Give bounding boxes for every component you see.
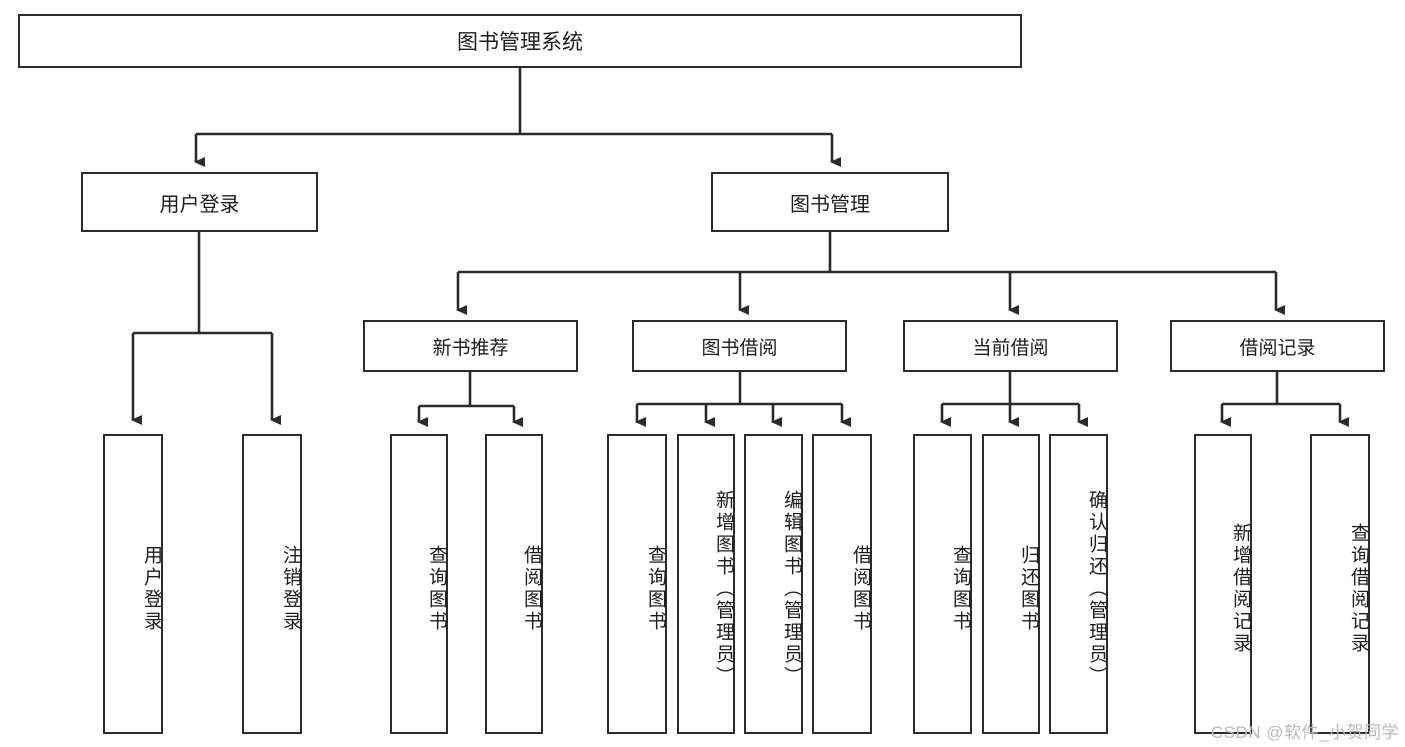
node-new-book-recommend[interactable]: 新书推荐 bbox=[363, 320, 578, 372]
node-current-borrow-label: 当前借阅 bbox=[972, 337, 1049, 359]
leaf-user-login-signout[interactable]: 注销登录 bbox=[242, 434, 302, 734]
leaf-label: 查询图书 bbox=[426, 545, 447, 633]
leaf-label: 注销登录 bbox=[280, 545, 301, 633]
node-new-book-recommend-label: 新书推荐 bbox=[432, 337, 509, 359]
node-book-management[interactable]: 图书管理 bbox=[711, 172, 949, 232]
watermark: CSDN @软件_小贺同学 bbox=[1210, 723, 1399, 742]
leaf-label: 查询图书 bbox=[950, 545, 971, 633]
leaf-label: 新增图书（管理员） bbox=[713, 490, 734, 688]
leaf-label: 归还图书 bbox=[1018, 545, 1039, 633]
leaf-current-query-book[interactable]: 查询图书 bbox=[913, 434, 972, 734]
leaf-label: 借阅图书 bbox=[850, 545, 871, 633]
node-book-management-label: 图书管理 bbox=[790, 193, 870, 216]
leaf-record-query-record[interactable]: 查询借阅记录 bbox=[1310, 434, 1370, 734]
node-root-label: 图书管理系统 bbox=[457, 31, 583, 54]
node-borrow-record-label: 借阅记录 bbox=[1239, 337, 1316, 359]
node-user-login-label: 用户登录 bbox=[159, 193, 240, 216]
node-current-borrow[interactable]: 当前借阅 bbox=[903, 320, 1118, 372]
node-user-login[interactable]: 用户登录 bbox=[81, 172, 318, 232]
node-book-borrow[interactable]: 图书借阅 bbox=[632, 320, 847, 372]
leaf-borrow-edit-book[interactable]: 编辑图书（管理员） bbox=[744, 434, 803, 734]
leaf-current-confirm-return[interactable]: 确认归还（管理员） bbox=[1049, 434, 1108, 734]
leaf-label: 确认归还（管理员） bbox=[1086, 490, 1107, 688]
node-book-borrow-label: 图书借阅 bbox=[701, 337, 778, 359]
leaf-label: 查询借阅记录 bbox=[1348, 523, 1369, 655]
leaf-label: 借阅图书 bbox=[521, 545, 542, 633]
leaf-borrow-borrow-book[interactable]: 借阅图书 bbox=[812, 434, 872, 734]
leaf-recommend-query-book[interactable]: 查询图书 bbox=[390, 434, 448, 734]
leaf-recommend-borrow-book[interactable]: 借阅图书 bbox=[485, 434, 543, 734]
leaf-record-add-record[interactable]: 新增借阅记录 bbox=[1194, 434, 1252, 734]
leaf-label: 新增借阅记录 bbox=[1230, 523, 1251, 655]
leaf-label: 用户登录 bbox=[141, 545, 162, 633]
node-borrow-record[interactable]: 借阅记录 bbox=[1170, 320, 1385, 372]
leaf-label: 编辑图书（管理员） bbox=[781, 490, 802, 688]
leaf-borrow-query-book[interactable]: 查询图书 bbox=[607, 434, 667, 734]
leaf-current-return-book[interactable]: 归还图书 bbox=[982, 434, 1040, 734]
leaf-borrow-add-book[interactable]: 新增图书（管理员） bbox=[677, 434, 735, 734]
node-root[interactable]: 图书管理系统 bbox=[18, 14, 1022, 68]
leaf-user-login-signin[interactable]: 用户登录 bbox=[103, 434, 163, 734]
leaf-label: 查询图书 bbox=[645, 545, 666, 633]
